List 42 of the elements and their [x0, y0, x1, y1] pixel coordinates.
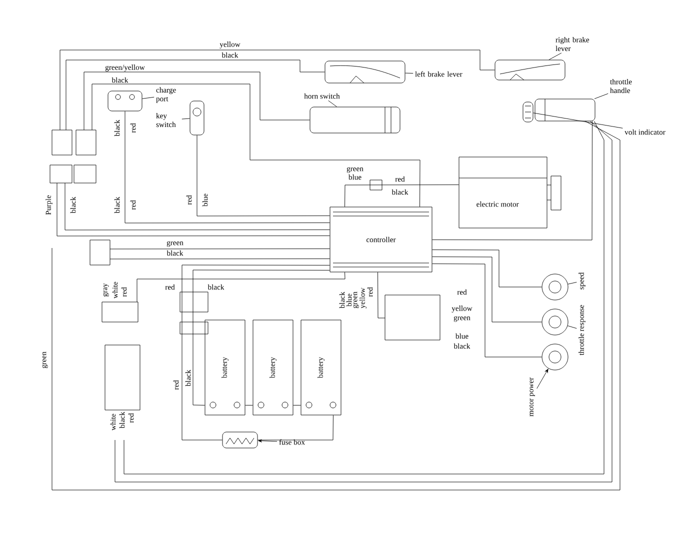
- leader-line: [328, 100, 338, 107]
- wire: [432, 250, 542, 288]
- potentiometer-drawing: [542, 344, 568, 370]
- potentiometer-drawing: [542, 308, 568, 336]
- wire: [196, 135, 330, 216]
- leader-line: [405, 72, 414, 74]
- wire: [432, 256, 542, 322]
- wire: [182, 264, 330, 440]
- charge-port-drawing: [108, 90, 142, 112]
- volt-indicator-drawing: [522, 102, 534, 122]
- leader-line: [568, 282, 577, 284]
- wire: [192, 270, 330, 406]
- wire: [344, 184, 459, 207]
- brake-lever-drawing: [494, 60, 566, 80]
- throttle-handle-drawing: [534, 98, 596, 122]
- wire: [245, 405, 253, 406]
- leader-line: [182, 118, 190, 120]
- leader-line: [258, 439, 278, 442]
- wire: [60, 50, 495, 130]
- leader-line: [594, 93, 608, 99]
- wire: [258, 415, 334, 440]
- key-switch-drawing: [190, 100, 204, 136]
- wire: [124, 111, 330, 224]
- wire: [432, 264, 542, 358]
- brake-lever-drawing: [324, 60, 406, 84]
- wire: [432, 121, 592, 240]
- leader-line: [533, 112, 623, 128]
- wire: [110, 248, 330, 250]
- fuse-box-drawing: [222, 432, 258, 448]
- wire: [378, 272, 386, 318]
- wire: [136, 272, 346, 302]
- leader-line: [548, 52, 562, 60]
- leader-line: [536, 368, 548, 389]
- wire: [92, 84, 420, 207]
- leader-line: [567, 326, 577, 329]
- wire: [66, 60, 325, 130]
- wire: [84, 72, 310, 130]
- wire: [293, 405, 301, 406]
- leader-line: [142, 96, 154, 99]
- wire: [110, 258, 330, 260]
- horn-switch-drawing: [310, 106, 400, 134]
- potentiometer-drawing: [542, 274, 568, 300]
